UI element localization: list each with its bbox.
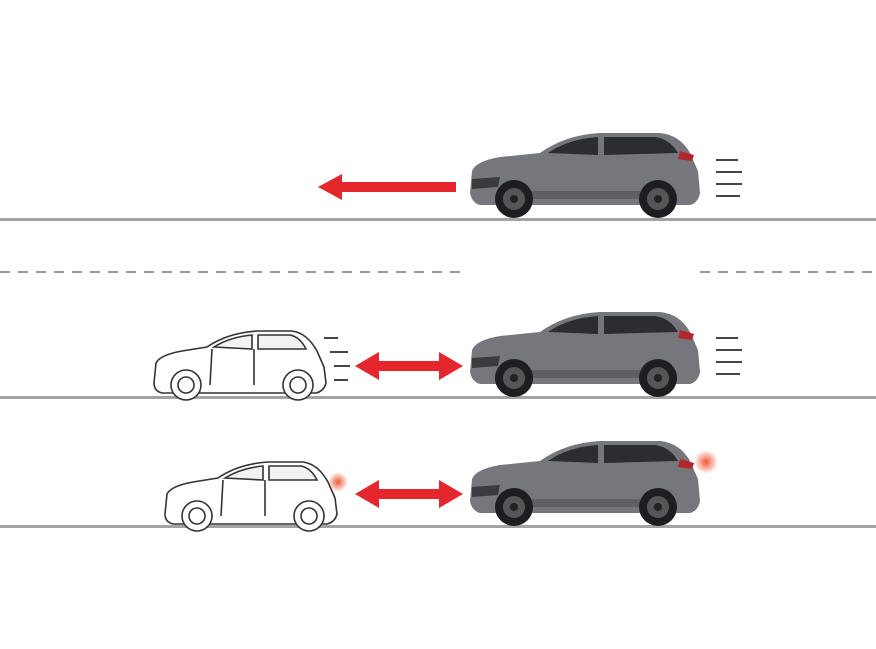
brake-light-glow-ego — [694, 450, 718, 474]
distance-arrow-icon-2 — [355, 352, 463, 380]
left-arrow-icon — [318, 174, 456, 200]
road-line-3 — [0, 525, 876, 528]
speed-lines-icon-lead-2 — [324, 337, 350, 381]
road-line-2 — [0, 396, 876, 399]
distance-arrow-icon-3 — [355, 480, 463, 508]
lead-car-2 — [153, 330, 327, 401]
speed-lines-icon-1 — [716, 159, 742, 197]
ego-car-2 — [470, 312, 700, 397]
brake-light-glow-lead — [328, 472, 348, 492]
ego-car-1 — [470, 133, 700, 218]
speed-lines-icon-2 — [716, 337, 742, 375]
lead-car-3 — [164, 461, 338, 532]
ego-car-3 — [470, 441, 700, 526]
road-line-1 — [0, 218, 876, 221]
